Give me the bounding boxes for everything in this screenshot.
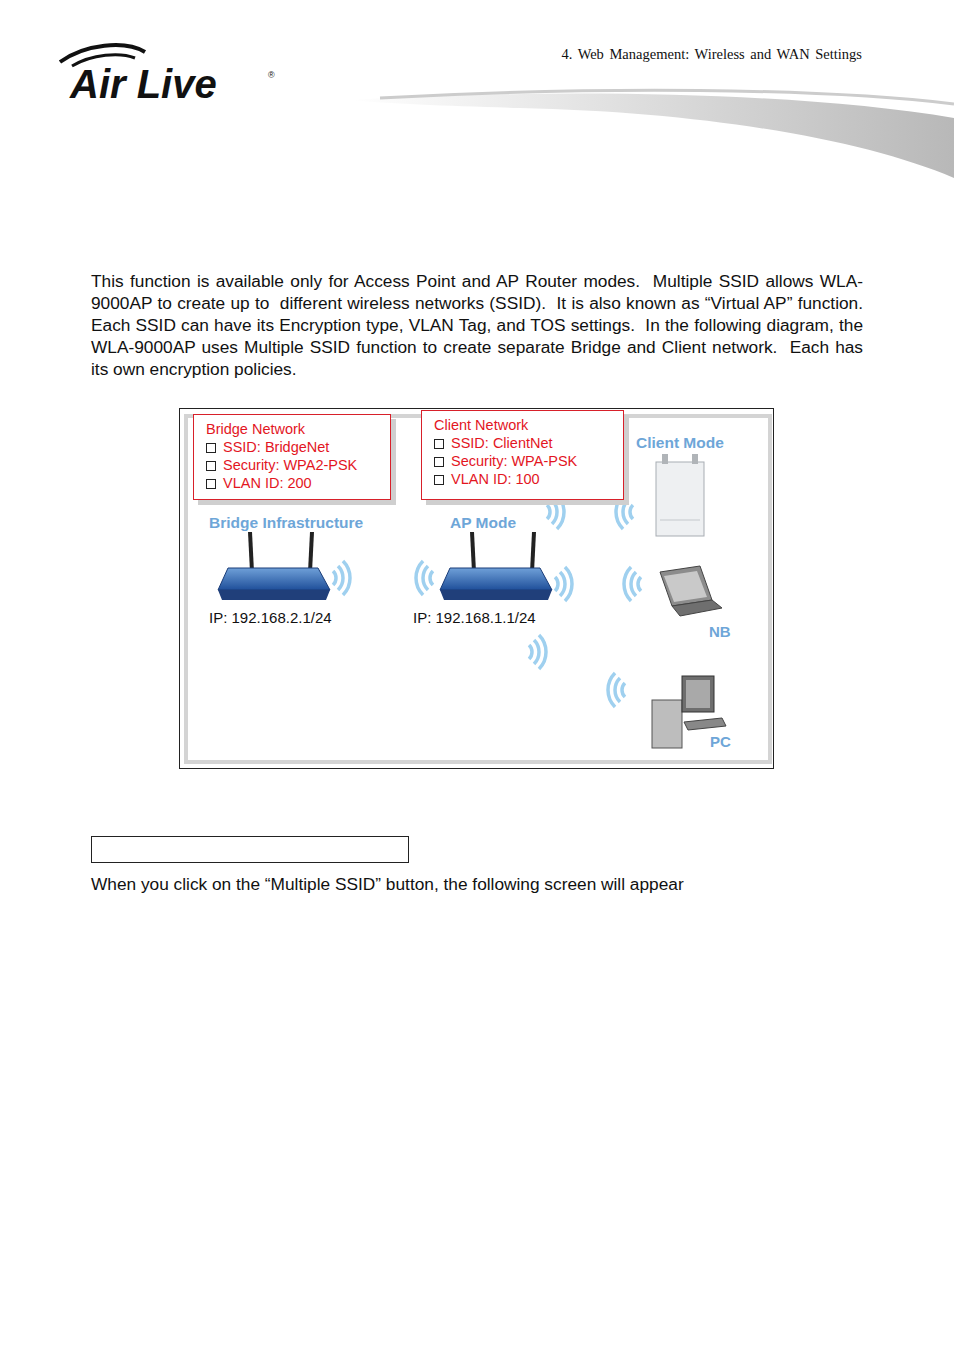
heading-text: Bridge Network [206, 421, 305, 437]
wave-arc [423, 566, 428, 590]
header-swoosh [350, 94, 954, 178]
wave-arc [616, 495, 623, 529]
info-box: Client NetworkSSID: ClientNetSecurity: W… [421, 410, 624, 500]
diagram-shadow [186, 416, 770, 762]
wave-arc [624, 567, 631, 601]
item-text: Security: WPA-PSK [451, 453, 577, 469]
bullet-square [434, 439, 444, 449]
heading-text: Client Network [434, 417, 528, 433]
wave-arc [565, 567, 572, 601]
device-label: AP Mode [450, 514, 516, 532]
wave-arc [343, 561, 350, 595]
wave-arc [623, 500, 628, 524]
item-text: SSID: ClientNet [451, 435, 553, 451]
info-box: Bridge NetworkSSID: BridgeNetSecurity: W… [193, 414, 391, 500]
diagram-frame [180, 409, 774, 769]
logo-text: Air Live [70, 62, 217, 107]
wave-arc [557, 495, 564, 529]
body-text: When you click on the “Multiple SSID” bu… [91, 874, 684, 895]
device-label: NB [709, 623, 731, 640]
wave-arc [555, 577, 558, 591]
wireless-waves [333, 495, 641, 707]
box-heading: Client Network [434, 416, 613, 434]
device-label: Bridge Infrastructure [209, 514, 363, 532]
wave-arc [416, 561, 423, 595]
wave-arc [560, 572, 565, 596]
logo-arc [60, 45, 145, 62]
bullet-item: VLAN ID: 100 [434, 470, 613, 488]
wave-arc [333, 571, 336, 585]
running-header: 4. Web Management: Wireless and WAN Sett… [561, 46, 862, 63]
laptop-icon [660, 566, 722, 616]
device-label: Client Mode [636, 434, 724, 452]
router-icon [218, 532, 330, 600]
header-swoosh-line [380, 90, 954, 104]
logo-mark: ® [268, 70, 275, 80]
wave-arc [638, 577, 641, 591]
wave-arc [608, 673, 615, 707]
bullet-item: SSID: ClientNet [434, 434, 613, 452]
heading-box [92, 837, 409, 863]
wave-arc [539, 635, 546, 669]
bullet-item: Security: WPA-PSK [434, 452, 613, 470]
device-label: PC [710, 733, 731, 750]
wave-arc [622, 683, 625, 697]
outdoor-ap-icon [656, 454, 704, 536]
bullet-square [206, 479, 216, 489]
ip-address: IP: 192.168.2.1/24 [209, 609, 332, 626]
wave-arc [534, 640, 539, 664]
wave-arc [552, 500, 557, 524]
bullet-item: Security: WPA2-PSK [206, 456, 380, 474]
wave-arc [631, 572, 636, 596]
item-text: VLAN ID: 200 [223, 475, 312, 491]
wave-arc [338, 566, 343, 590]
bullet-item: SSID: BridgeNet [206, 438, 380, 456]
item-text: Security: WPA2-PSK [223, 457, 357, 473]
box-heading: Bridge Network [206, 420, 380, 438]
bullet-square [434, 457, 444, 467]
wave-arc [615, 678, 620, 702]
bullet-square [206, 443, 216, 453]
bullet-square [206, 461, 216, 471]
wave-arc [547, 505, 550, 519]
wave-arc [529, 645, 532, 659]
ip-address: IP: 192.168.1.1/24 [413, 609, 536, 626]
router-icon [440, 532, 552, 600]
body-paragraph: This function is available only for Acce… [91, 270, 863, 380]
wave-arc [630, 505, 633, 519]
bullet-square [434, 475, 444, 485]
wave-arc [430, 571, 433, 585]
item-text: SSID: BridgeNet [223, 439, 329, 455]
bullet-item: VLAN ID: 200 [206, 474, 380, 492]
item-text: VLAN ID: 100 [451, 471, 540, 487]
